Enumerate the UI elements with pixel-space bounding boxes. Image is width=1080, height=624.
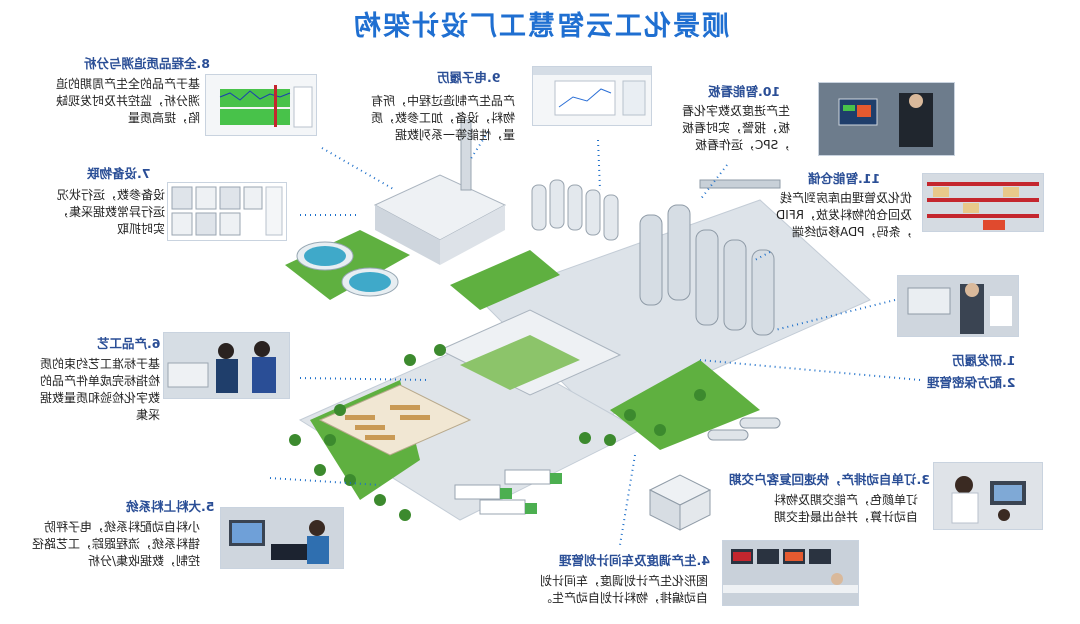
rnd-heading: 1.研发履历 [951,353,1015,368]
equipment-desc: 设备参数，运行状况 运行异常数据采集， 实时抓取 [56,188,165,236]
scheduling-heading: 4.生产调度及车间计划管理 [559,553,710,568]
trees [289,344,706,521]
silo-group-left [531,179,619,241]
control-room-photo [722,540,859,606]
connector-lines [269,131,921,546]
quality-chart-screenshot [205,74,317,136]
quality-heading: 8.全程品质追溯与分析 [84,56,210,71]
formula-heading: 2.配方保密管理 [926,375,1015,390]
scheduling-desc: 图形化生产计划调度，车间计划 自动编排，物料计划自动产生。 [539,574,708,605]
craft-heading: 6.产品工艺 [96,336,160,351]
craft-desc: 基于标准工艺约束的质 检指标完成单件产品的 数字化检验和质量数据 采集 [39,357,160,422]
feeding-heading: 5.大料上料系统 [125,499,214,514]
quality-desc: 基于产品的全生产周期的追 溯分析，监控并及时发现缺 陷，提高质量 [55,77,200,125]
order-heading: 3.订单自动排产，快速回复客户交期 [729,472,930,487]
lab-office-photo [897,275,1019,337]
monitor-wall-photo [818,82,955,156]
lawn-right [610,360,760,450]
board-heading: 10.智能看板 [707,84,780,99]
factory-building-icon [648,474,712,531]
operator-terminal-photo [220,507,344,569]
production-hall-line [460,335,580,390]
boiler-building-side [375,205,440,265]
tank-farm-right [639,179,781,336]
feeding-desc: 小料自动配料系统，电子秤防 错料系统，流程跟踪，工艺路径 控制，数据收集/分析 [31,520,200,568]
page-title: 顺景化工云智慧工厂设计架构 [351,11,729,42]
trucks [454,469,562,515]
lawn-center [450,250,560,310]
technician-photo [163,332,290,399]
chimney [460,119,472,191]
record-heading: 9.电子履历 [436,70,500,85]
equipment-heading: 7.设备物联 [86,166,150,181]
warehouse-desc: 优化及管理由库房到产线 及回仓的物料发放，RFID ，条码，PDA移动终端 [775,191,912,239]
water-basin-2-water [349,272,391,292]
lawn-left [285,230,410,300]
water-basin-1-water [304,246,346,266]
warehouse-racks [345,405,430,440]
board-desc: 生产进度及数字化看 板，报警，实时看板 ，SPC，运作看板 [681,104,790,152]
software-screenshot [532,66,652,126]
order-desc: 订单颜色，产能交期及物料 自动计算，并给出最佳交期 [773,493,918,524]
equipment-thumbnails [167,182,287,241]
warehouse-heading: 11.智能仓储 [807,171,880,186]
warehouse-floor [318,384,472,456]
tanker-trucks [707,417,781,441]
record-desc: 产品生产制造过程中，所有 物料，设备，加工参数，质 量，性能等一系列数据 [370,94,515,142]
boiler-building-front [440,205,505,265]
warehouse-rack-photo [922,173,1044,232]
office-workers-photo [933,462,1043,530]
